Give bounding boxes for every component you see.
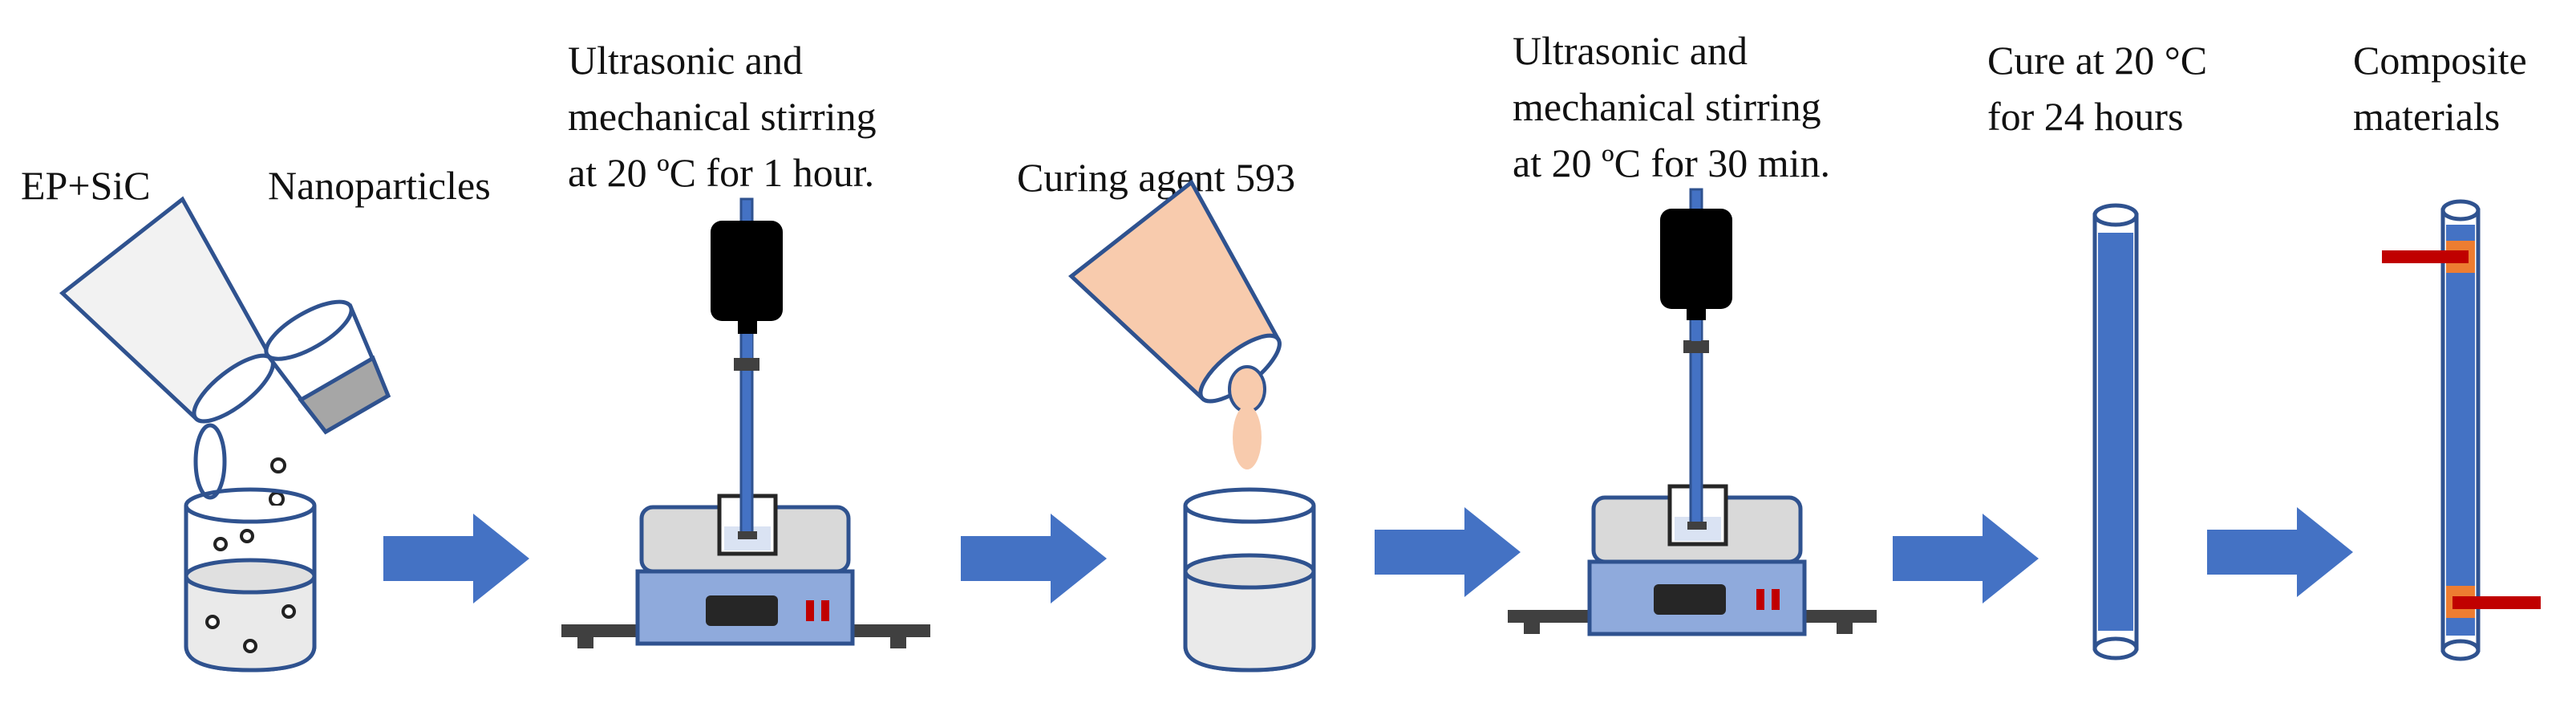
clamp-bar-icon xyxy=(2382,250,2469,263)
particle-icon xyxy=(269,491,285,507)
ep-pour-cup-icon xyxy=(59,196,275,424)
curing-agent-stage xyxy=(1068,179,1316,673)
nanoparticle-cup-icon xyxy=(264,299,391,435)
display-screen-icon xyxy=(1654,584,1726,615)
flow-arrows xyxy=(383,507,2353,603)
display-screen-icon xyxy=(706,595,778,626)
arrow-right-icon xyxy=(1375,507,1521,597)
label-curing-agent: Curing agent 593 xyxy=(1017,149,1295,205)
indicator-light-icon xyxy=(821,600,829,621)
stirrer-motor-icon xyxy=(1660,209,1732,309)
label-composite: Composite materials xyxy=(2353,32,2527,144)
indicator-light-icon xyxy=(806,600,814,621)
beaker-icon xyxy=(184,487,317,673)
stirrer-1 xyxy=(561,197,930,648)
label-line: at 20 ºC for 30 min. xyxy=(1513,140,1831,185)
curing-pour-cup-icon xyxy=(1068,179,1282,404)
arrow-right-icon xyxy=(1893,514,2039,603)
particle-icon xyxy=(270,457,286,473)
label-line: at 20 ºC for 1 hour. xyxy=(568,150,875,195)
label-stirring-30min: Ultrasonic and mechanical stirring at 20… xyxy=(1513,22,1830,191)
label-ep-sic: EP+SiC xyxy=(21,157,151,213)
falling-drop-icon xyxy=(1233,405,1262,469)
stirrer-2 xyxy=(1508,188,1877,636)
falling-drop-icon xyxy=(193,423,227,500)
arrow-right-icon xyxy=(2207,507,2353,597)
label-line: mechanical stirring xyxy=(568,94,877,139)
composite-specimen-icon xyxy=(2382,199,2541,661)
label-line: Composite xyxy=(2353,38,2527,83)
clamp-bar-icon xyxy=(2452,596,2541,609)
label-line: materials xyxy=(2353,94,2501,139)
label-line: EP+SiC xyxy=(21,163,151,208)
beaker-icon xyxy=(1183,487,1316,673)
label-line: mechanical stirring xyxy=(1513,84,1821,129)
label-cure-24h: Cure at 20 °C for 24 hours xyxy=(1987,32,2207,144)
label-line: Ultrasonic and xyxy=(568,38,803,83)
label-nanoparticles: Nanoparticles xyxy=(268,157,491,213)
arrow-right-icon xyxy=(383,514,529,603)
label-line: Curing agent 593 xyxy=(1017,155,1296,200)
indicator-light-icon xyxy=(1772,589,1780,610)
curing-tube-icon xyxy=(2092,203,2139,660)
arrow-right-icon xyxy=(961,514,1107,603)
label-line: Cure at 20 °C xyxy=(1987,38,2208,83)
stirrer-motor-icon xyxy=(711,221,783,321)
label-line: Nanoparticles xyxy=(268,163,491,208)
label-line: for 24 hours xyxy=(1987,94,2184,139)
label-line: Ultrasonic and xyxy=(1513,28,1748,73)
ep-sic-stage xyxy=(59,196,391,673)
indicator-light-icon xyxy=(1756,589,1764,610)
label-stirring-1h: Ultrasonic and mechanical stirring at 20… xyxy=(568,32,877,201)
